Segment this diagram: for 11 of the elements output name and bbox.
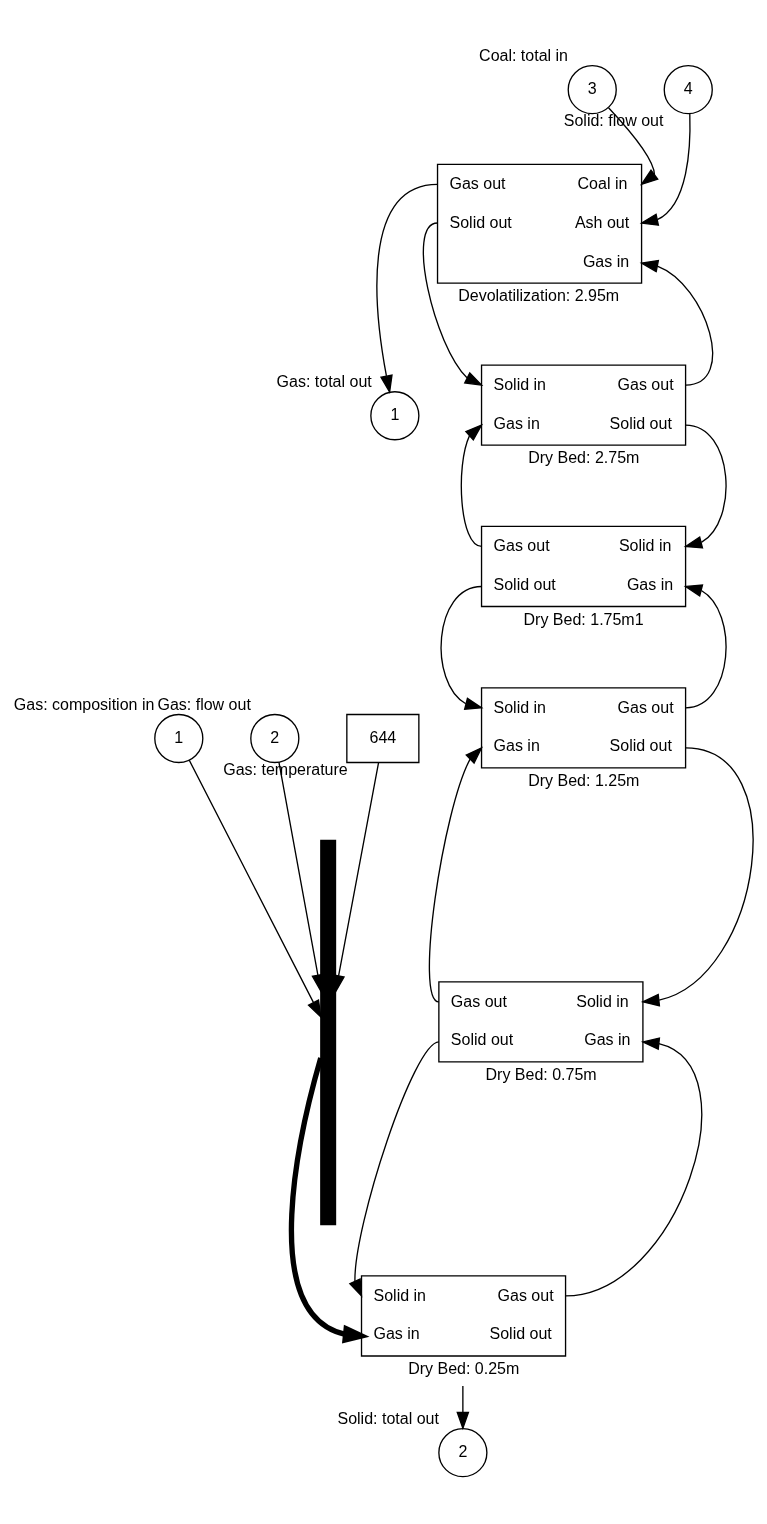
node-label: Dry Bed: 0.75m bbox=[485, 1065, 597, 1083]
node-label: Dry Bed: 0.25m bbox=[408, 1359, 520, 1377]
node-label: Gas: flow out bbox=[157, 695, 251, 713]
node-label: Dry Bed: 1.75m1 bbox=[523, 610, 644, 628]
node-label: Solid: total out bbox=[337, 1409, 439, 1427]
node-label: Dry Bed: 1.25m bbox=[528, 771, 640, 789]
node-label: Gas: composition in bbox=[13, 695, 155, 713]
node-label: Coal: total in bbox=[479, 46, 569, 64]
node-label: Gas: total out bbox=[276, 372, 372, 390]
node-label: Devolatilization: 2.95m bbox=[458, 286, 620, 304]
node-label: Dry Bed: 2.75m bbox=[528, 448, 640, 466]
